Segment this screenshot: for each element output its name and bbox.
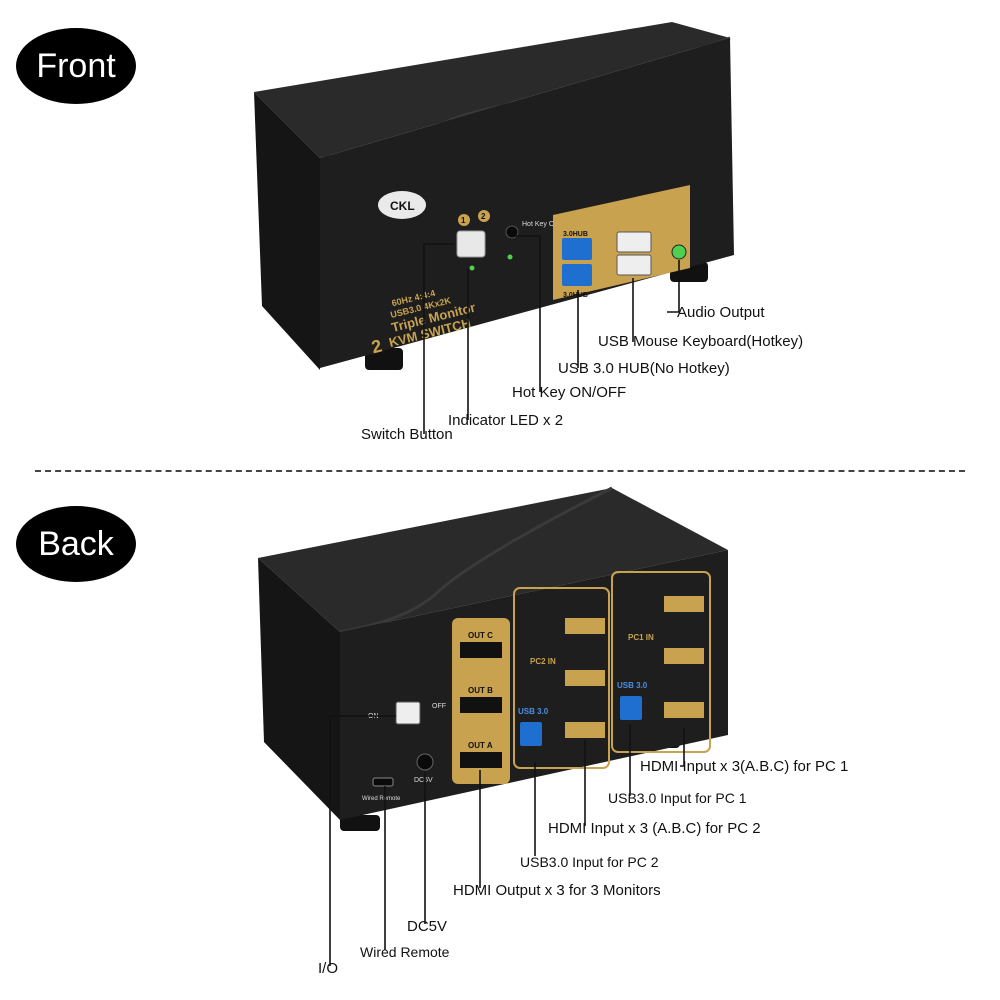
label-usb-mouse-keyboard: USB Mouse Keyboard(Hotkey) [598, 333, 804, 350]
label-usb-input-pc2: USB3.0 Input for PC 2 [520, 854, 659, 870]
back-leader-lines [329, 715, 685, 966]
back-device: OUT C OUT B OUT A PC2 IN USB 3.0 PC1 IN … [258, 486, 728, 831]
svg-text:USB 3.0: USB 3.0 [518, 707, 549, 716]
svg-text:Hot Key ON/OFF: Hot Key ON/OFF [522, 221, 575, 228]
label-dc5v: DC5V [407, 918, 448, 935]
front-section-label: Front [16, 28, 136, 104]
svg-text:DC5V: DC5V [414, 777, 433, 784]
back-section-label: Back [16, 506, 136, 582]
svg-text:1: 1 [461, 216, 466, 225]
label-indicator-led: Indicator LED x 2 [448, 412, 564, 429]
svg-text:3.0HUB: 3.0HUB [563, 231, 588, 238]
label-usb-hub: USB 3.0 HUB(No Hotkey) [558, 360, 730, 377]
label-switch-button: Switch Button [361, 426, 453, 443]
svg-text:OUT A: OUT A [468, 741, 493, 750]
svg-text:2: 2 [369, 336, 384, 358]
section-divider [35, 470, 965, 472]
svg-text:PC1 IN: PC1 IN [628, 633, 654, 642]
label-hot-key: Hot Key ON/OFF [512, 384, 627, 401]
label-hdmi-output: HDMI Output x 3 for 3 Monitors [453, 882, 661, 899]
svg-text:PC2 IN: PC2 IN [530, 657, 556, 666]
front-leader-lines [423, 235, 680, 434]
brand-logo: CKL [390, 199, 415, 213]
label-hdmi-input-pc2: HDMI Input x 3 (A.B.C) for PC 2 [548, 820, 761, 837]
svg-text:USB 3.0: USB 3.0 [617, 681, 648, 690]
svg-text:OUT B: OUT B [468, 686, 493, 695]
label-wired-remote: Wired Remote [360, 944, 450, 960]
label-io: I/O [318, 960, 339, 977]
svg-text:2: 2 [481, 212, 486, 221]
label-hdmi-input-pc1: HDMI Input x 3(A.B.C) for PC 1 [640, 758, 849, 775]
label-audio-output: Audio Output [677, 304, 765, 321]
label-usb-input-pc1: USB3.0 Input for PC 1 [608, 790, 747, 806]
svg-text:Wired Remote: Wired Remote [362, 796, 401, 802]
front-device: CKL 1 2 Hot Key ON/OFF 3.0HUB 3.0HUB 60H… [254, 22, 734, 370]
svg-text:OUT C: OUT C [468, 631, 493, 640]
svg-text:3.0HUB: 3.0HUB [563, 292, 588, 299]
svg-text:OFF: OFF [432, 703, 446, 710]
